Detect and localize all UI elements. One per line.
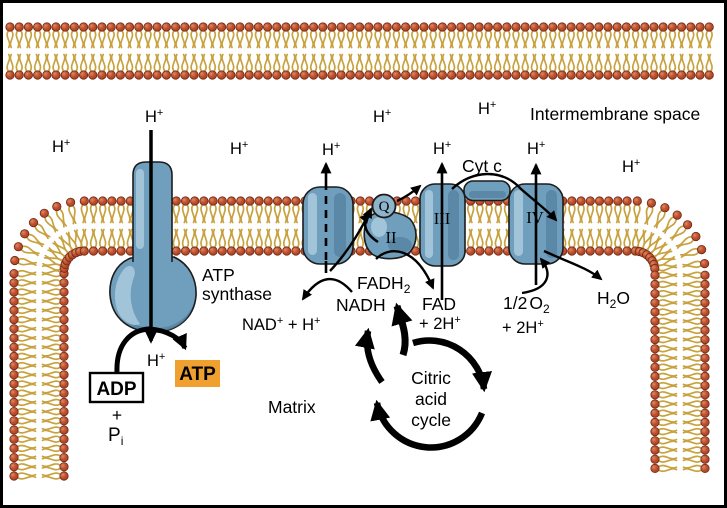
atp-synthase-label-line1: ATP <box>202 265 235 285</box>
h-plus-label: H+ <box>145 107 163 126</box>
fad-protons-label: + 2H+ <box>419 314 461 333</box>
citric-cycle-arc-right <box>412 337 492 393</box>
arrow-fadh2-to-fad <box>375 250 435 290</box>
complex-iv-label: IV <box>526 208 543 227</box>
ubiquinone <box>371 193 397 219</box>
complex-ii-label: II <box>386 228 397 247</box>
h-plus-label: H+ <box>622 157 640 176</box>
complex-iii-label: III <box>434 209 450 228</box>
electron-arrow-nadh-to-nad <box>301 277 353 301</box>
fadh2-label: FADH2 <box>357 273 411 296</box>
lipid-heads <box>9 196 710 481</box>
citric-cycle-arc-left <box>370 399 486 451</box>
matrix-label: Matrix <box>268 397 316 417</box>
atp-synthase-stalk-highlight <box>136 169 144 249</box>
h-plus-label-matrix: H+ <box>147 351 165 370</box>
h-plus-label: H+ <box>527 139 545 158</box>
citric-cycle-label-line1: Citric <box>411 368 451 388</box>
citric-acid-cycle <box>354 302 492 451</box>
adp-box <box>88 371 145 404</box>
water-label: H2O <box>597 288 630 311</box>
h-plus-label: H+ <box>373 107 391 126</box>
cytochrome-c <box>463 180 511 202</box>
h-plus-label: H+ <box>322 140 340 159</box>
adp-label: ADP <box>96 379 136 400</box>
citric-cycle-label-line2: acid <box>415 389 447 409</box>
citric-cycle-arrow-to-fadh2 <box>391 302 413 357</box>
complex-i <box>302 186 354 265</box>
pi-label: Pi <box>108 425 123 448</box>
atp-label: ATP <box>179 364 216 385</box>
arrow-complex-iv-to-water <box>543 249 603 281</box>
q-label: Q <box>379 199 390 215</box>
oxygen-protons-label: + 2H+ <box>502 318 544 337</box>
inner-membrane <box>9 196 710 481</box>
citric-cycle-arrow-to-nadh <box>354 327 385 384</box>
intermembrane-space-label: Intermembrane space <box>530 104 700 124</box>
cyt-c-label: Cyt c <box>462 156 502 176</box>
atp-synthase-label-line2: synthase <box>202 284 272 304</box>
electron-arrow-complex-ii-to-q <box>359 212 379 244</box>
h-plus-label: H+ <box>52 137 70 156</box>
fad-label: FAD <box>422 294 456 314</box>
atp-badge <box>175 360 220 387</box>
electron-arrow-iii-to-iv-via-cytc <box>451 172 558 222</box>
lipid-tails <box>6 30 713 72</box>
nad-product-label: NAD+ + H+ <box>242 315 320 334</box>
nadh-label: NADH <box>336 295 386 315</box>
arrow-oxygen-into-complex-iv <box>521 257 551 295</box>
plus-label: + <box>112 405 122 425</box>
atp-synthase-highlight <box>114 266 140 325</box>
citric-cycle-label-line3: cycle <box>411 410 451 430</box>
h-plus-label: H+ <box>478 99 496 118</box>
electron-arrow-q-to-complex-iii <box>396 184 422 203</box>
lipid-heads <box>5 22 714 80</box>
h-plus-label: H+ <box>433 139 451 158</box>
atp-synthase-shadow <box>118 305 193 333</box>
outer-membrane <box>5 22 714 80</box>
h-plus-label: H+ <box>230 139 248 158</box>
complex-ii <box>363 210 417 260</box>
atp-synthesis-arrow <box>114 326 188 373</box>
